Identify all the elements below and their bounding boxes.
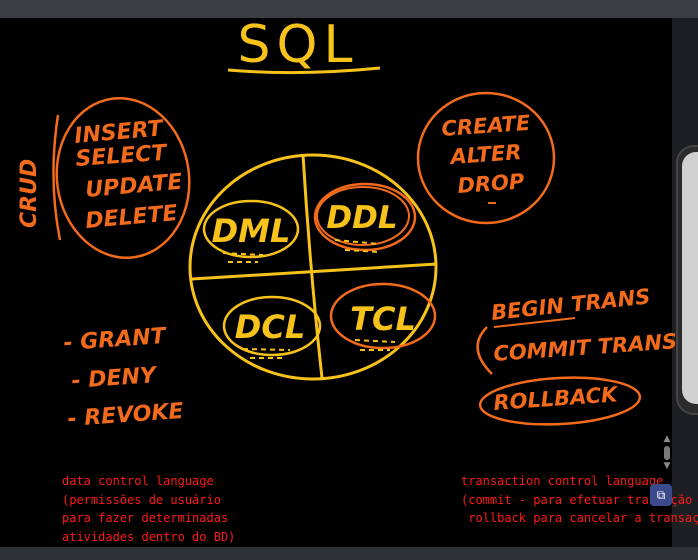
scroll-up-icon[interactable]: ▲ [663, 434, 671, 444]
ddl-alter: ALTER [448, 140, 522, 169]
title-sql: SQL [238, 15, 359, 75]
ddl-create: CREATE [441, 111, 532, 141]
whiteboard-canvas[interactable] [0, 18, 672, 547]
sql-circle [188, 153, 438, 381]
dml-select: SELECT [75, 141, 170, 172]
dcl-revoke: - REVOKE [67, 399, 185, 432]
window-top-bar [0, 0, 698, 18]
dcl-grant: - GRANT [63, 324, 169, 356]
ddl-drop: DROP [457, 169, 526, 198]
dml-update: UPDATE [84, 170, 183, 203]
dcl-deny: - DENY [71, 363, 159, 394]
quadrant-tcl: TCL [350, 300, 416, 338]
window-bottom-bar [0, 547, 698, 560]
quadrant-dml: DML [212, 212, 291, 250]
dcl-note: data control language (permissões de usu… [62, 474, 236, 544]
side-video-thumbnail[interactable] [676, 145, 698, 415]
floating-action-icon[interactable]: ⧉ [650, 484, 672, 506]
quadrant-ddl: DDL [326, 200, 397, 236]
crud-label: CRUD [17, 159, 42, 228]
tcl-rollback: ROLLBACK [493, 382, 620, 415]
scrollbar-thumb[interactable] [664, 446, 670, 460]
tcl-commit-trans: COMMIT TRANS [493, 329, 678, 366]
dml-delete: DELETE [84, 201, 178, 234]
quadrant-dcl: DCL [235, 308, 305, 346]
scroll-down-icon[interactable]: ▼ [663, 461, 671, 471]
